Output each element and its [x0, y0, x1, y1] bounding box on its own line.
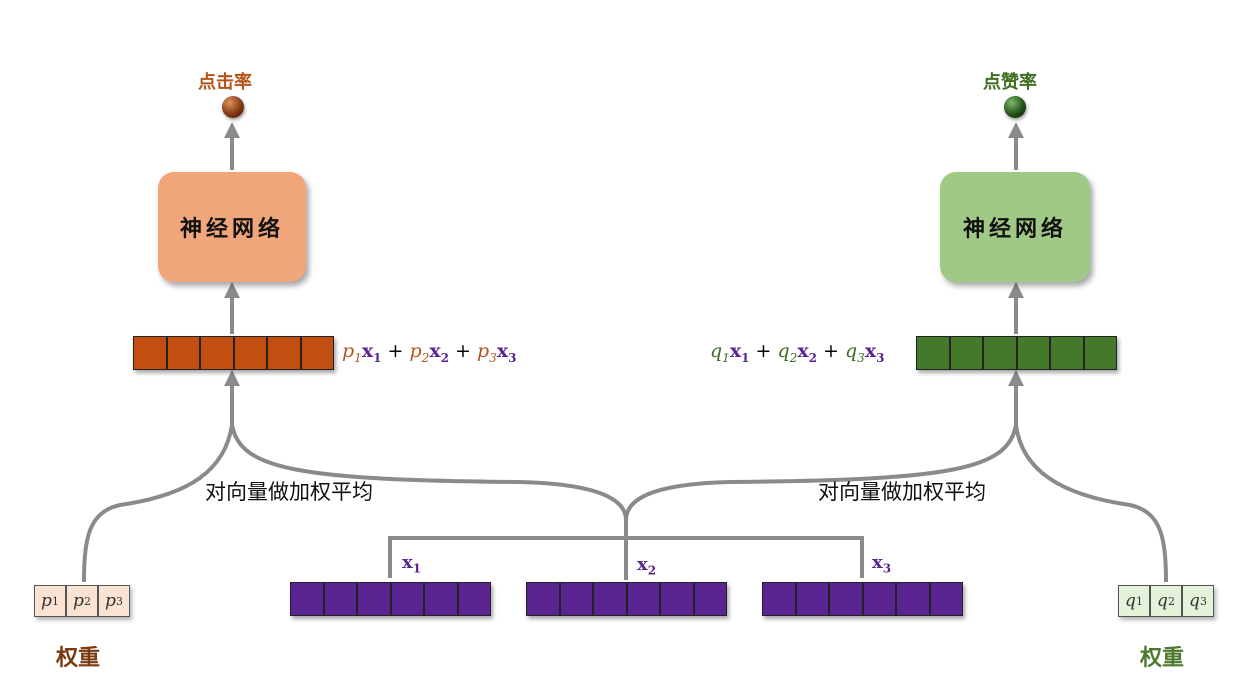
- vector-term: x3: [864, 340, 885, 365]
- coefficient: p3: [477, 340, 497, 365]
- vector-cell: [693, 582, 727, 616]
- input-label-x3: x3: [872, 552, 891, 576]
- vector-cell: [1016, 336, 1050, 370]
- connector-line: [230, 424, 628, 521]
- connector-line: [82, 424, 234, 583]
- vector-index: 3: [882, 561, 892, 576]
- vector-cell: [829, 582, 863, 616]
- left-weighted-vector: [133, 336, 334, 370]
- right-weighted-vector: [916, 336, 1117, 370]
- vector-symbol: x: [637, 554, 648, 575]
- vector-cell: [233, 336, 267, 370]
- vector-cell: [795, 582, 829, 616]
- vector-symbol: x: [402, 552, 413, 573]
- plus-sign: +: [817, 340, 845, 362]
- input-vector-x2: [526, 582, 727, 616]
- vector-term: x3: [496, 340, 517, 365]
- coefficient: p1: [342, 340, 362, 365]
- vector-cell: [457, 582, 491, 616]
- coefficient: q1: [710, 340, 730, 365]
- vector-term: x2: [429, 340, 449, 365]
- connector-line: [624, 424, 1018, 521]
- vector-cell: [593, 582, 627, 616]
- vector-symbol: x: [872, 552, 883, 573]
- plus-sign: +: [749, 340, 778, 362]
- right-average-label: 对向量做加权平均: [818, 480, 986, 504]
- vector-cell: [1050, 336, 1084, 370]
- left-output-label: 点击率: [198, 72, 252, 93]
- right-output-node: [1004, 96, 1026, 118]
- vector-cell: [1083, 336, 1117, 370]
- left-weights-label: 权重: [56, 645, 101, 671]
- plus-sign: +: [449, 340, 477, 362]
- vector-cell: [133, 336, 167, 370]
- right-neural-network-box: 神经网络: [940, 172, 1090, 282]
- left-weighted-sum-formula: p1x1 + p2x2 + p3x3: [342, 340, 517, 365]
- connector-line: [388, 536, 864, 578]
- vector-cell: [526, 582, 560, 616]
- vector-index: 2: [647, 563, 657, 578]
- vector-cell: [300, 336, 334, 370]
- right-weights-label: 权重: [1140, 645, 1185, 671]
- vector-cell: [559, 582, 593, 616]
- coefficient: q3: [845, 340, 865, 365]
- input-label-x2: x2: [637, 554, 656, 578]
- vector-cell: [762, 582, 796, 616]
- vector-cell: [949, 336, 983, 370]
- connector-line: [1014, 424, 1168, 583]
- vector-cell: [660, 582, 694, 616]
- coefficient: p2: [409, 340, 430, 365]
- vector-cell: [267, 336, 301, 370]
- input-vector-x1: [290, 582, 491, 616]
- vector-index: 1: [412, 561, 422, 576]
- vector-term: x2: [797, 340, 817, 365]
- vector-cell: [200, 336, 234, 370]
- vector-cell: [357, 582, 391, 616]
- left-output-node: [222, 96, 244, 118]
- vector-cell: [323, 582, 357, 616]
- vector-cell: [916, 336, 950, 370]
- right-output-label: 点赞率: [983, 72, 1037, 93]
- vector-cell: [983, 336, 1017, 370]
- vector-term: x1: [361, 340, 382, 365]
- vector-cell: [424, 582, 458, 616]
- vector-cell: [626, 582, 660, 616]
- vector-cell: [290, 582, 324, 616]
- vector-term: x1: [729, 340, 750, 365]
- left-neural-network-box: 神经网络: [158, 172, 306, 282]
- input-label-x1: x1: [402, 552, 421, 576]
- vector-cell: [390, 582, 424, 616]
- vector-cell: [166, 336, 200, 370]
- left-average-label: 对向量做加权平均: [205, 480, 373, 504]
- input-vector-x3: [762, 582, 963, 616]
- vector-cell: [862, 582, 896, 616]
- coefficient: q2: [777, 340, 798, 365]
- vector-cell: [896, 582, 930, 616]
- vector-cell: [929, 582, 963, 616]
- plus-sign: +: [381, 340, 410, 362]
- right-weighted-sum-formula: q1x1 + q2x2 + q3x3: [710, 340, 885, 365]
